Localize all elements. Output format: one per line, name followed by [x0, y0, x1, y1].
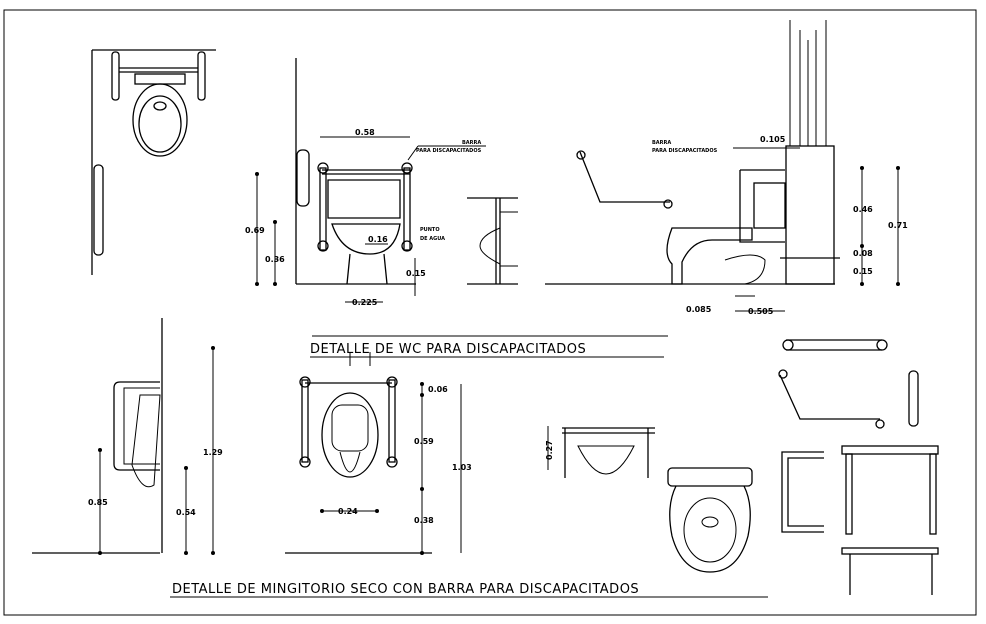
- dim-gap: 0.08: [853, 249, 873, 258]
- drawing-frame: [3, 9, 977, 616]
- water-note-line2: DE AGUA: [420, 236, 445, 242]
- dim-total-height: 0.71: [888, 221, 908, 230]
- bar-note-line1: BARRA: [462, 140, 481, 146]
- dim-height-total: 0.69: [245, 226, 265, 235]
- dim-drain-offset: 0.085: [686, 305, 712, 314]
- side-bar-note-line1: BARRA: [652, 140, 671, 146]
- urinal-front-view: 0.06 0.59 0.38 1.03 0.24: [285, 352, 472, 555]
- dim-base-width: 0.225: [352, 298, 378, 307]
- bar-note-line2: PARA DISCAPACITADOS: [416, 148, 482, 154]
- dim-water-height: 0.15: [406, 269, 426, 278]
- wc-front-view: 0.58 BARRA PARA DISCAPACITADOS PUNTO DE …: [245, 58, 518, 307]
- dim-height-lower: 0.36: [265, 255, 285, 264]
- dim-rim-height: 0.85: [88, 498, 108, 507]
- title-wc-detail: DETALLE DE WC PARA DISCAPACITADOS: [310, 342, 586, 357]
- dim-depth: 0.27: [545, 440, 554, 460]
- urinal-side-view: 0.85 0.54 1.29: [32, 318, 223, 555]
- water-note-line1: PUNTO: [420, 227, 440, 233]
- wc-plan-view: [91, 49, 216, 275]
- dim-wall-offset: 0.105: [760, 135, 786, 144]
- wc-side-view: BARRA PARA DISCAPACITADOS 0.105 0.46 0.0…: [545, 20, 908, 316]
- urinal-plan-view: 0.27: [545, 426, 753, 573]
- grab-bar-accessories: [778, 339, 939, 595]
- dim-water-offset: 0.16: [368, 235, 388, 244]
- dim-width-top: 0.58: [355, 128, 375, 137]
- dim-lip-height: 0.54: [176, 508, 196, 517]
- dim-width: 0.24: [338, 507, 358, 516]
- dim-top-gap: 0.06: [428, 385, 448, 394]
- side-bar-note-line2: PARA DISCAPACITADOS: [652, 148, 718, 154]
- dim-total-height: 1.03: [452, 463, 472, 472]
- dim-body-height: 0.59: [414, 437, 434, 446]
- dim-floor-height: 0.15: [853, 267, 873, 276]
- dim-bar-height: 0.46: [853, 205, 873, 214]
- title-urinal-detail: DETALLE DE MINGITORIO SECO CON BARRA PAR…: [172, 582, 639, 597]
- dim-lower-height: 0.38: [414, 516, 434, 525]
- dim-bar-height: 1.29: [203, 448, 223, 457]
